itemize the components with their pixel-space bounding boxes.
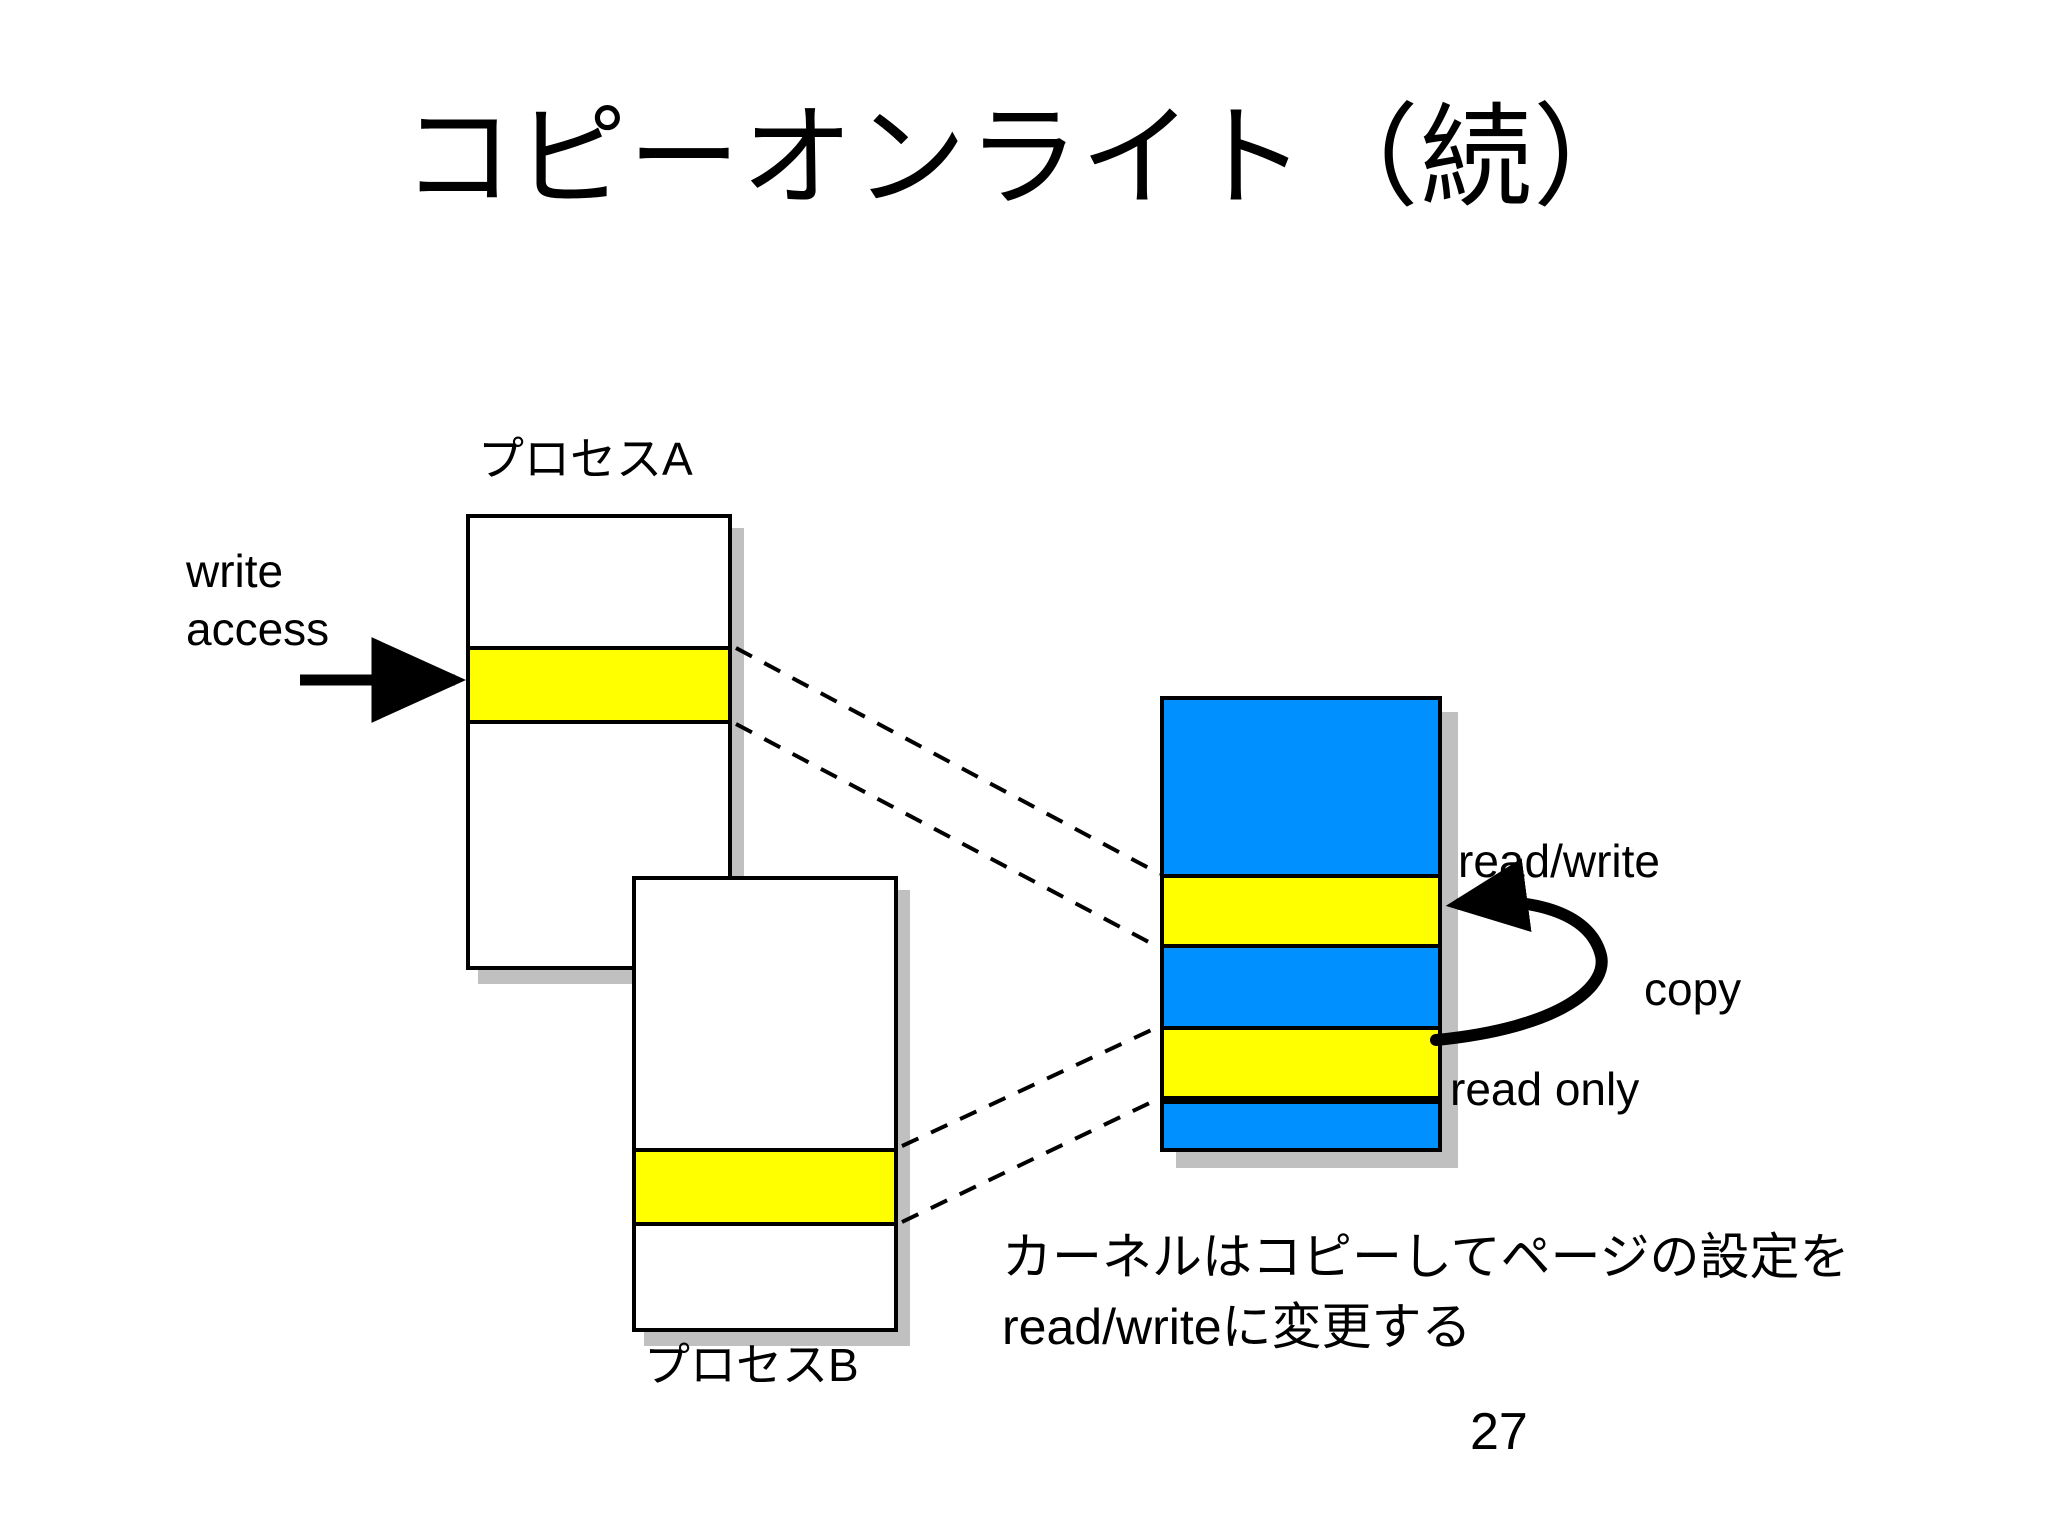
- process-b-label: プロセスB: [644, 1339, 859, 1391]
- physical-page-read-only: [1164, 1026, 1438, 1100]
- physical-page-shared-middle: [1164, 948, 1438, 1026]
- process-b-mapping-line-top: [901, 1024, 1161, 1148]
- process-a-mapping-line-top: [735, 646, 1161, 876]
- page-number: 27: [1470, 1403, 1528, 1461]
- process-b-mapping-line-bottom: [901, 1096, 1161, 1224]
- caption-line1: カーネルはコピーしてページの設定を: [1002, 1229, 1850, 1285]
- process-b-memory-box: [632, 876, 898, 1332]
- physical-page-shared-bottom: [1164, 1100, 1438, 1148]
- physical-memory-box: [1160, 696, 1442, 1152]
- copy-label: copy: [1644, 963, 1742, 1015]
- write-access-label-line1: write: [186, 545, 284, 597]
- copy-arrow: [1430, 858, 1608, 1046]
- read-write-label: read/write: [1458, 835, 1660, 887]
- write-access-label-line2: access: [186, 603, 330, 655]
- read-only-label: read only: [1450, 1063, 1640, 1115]
- caption-line2: read/writeに変更する: [1002, 1299, 1472, 1355]
- process-a-page-highlight: [470, 646, 728, 724]
- process-a-label: プロセスA: [478, 433, 693, 485]
- physical-page-read-write: [1164, 874, 1438, 948]
- slide-title: コピーオンライト（続）: [401, 95, 1647, 220]
- process-b-page-highlight: [636, 1148, 894, 1226]
